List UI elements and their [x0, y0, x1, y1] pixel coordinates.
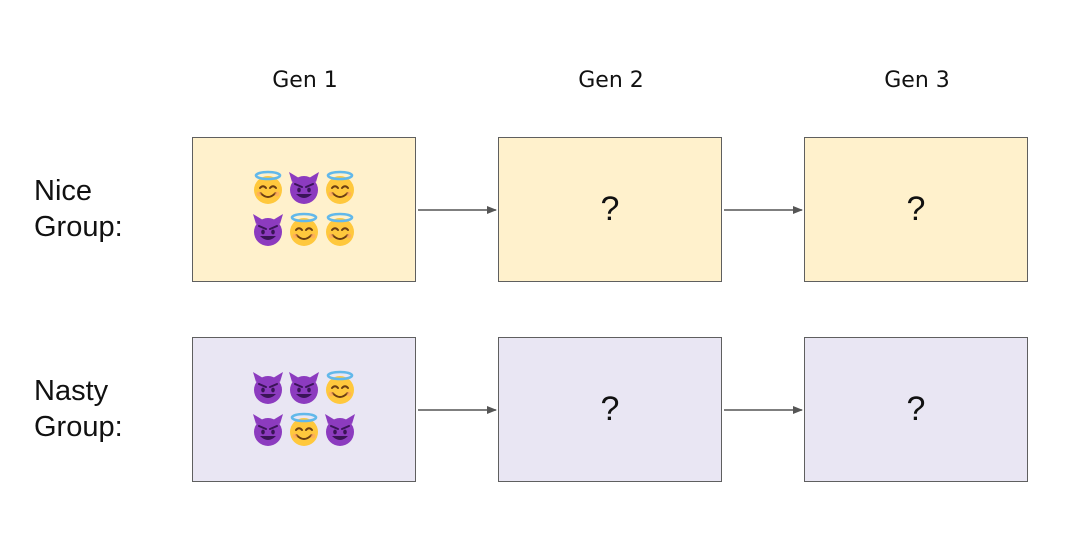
devil-face-icon	[289, 371, 319, 404]
nice-gen2-box: ?	[498, 137, 722, 282]
angel-face-icon	[254, 170, 282, 204]
nasty-gen1-box	[192, 337, 416, 482]
nice-gen1-box	[192, 137, 416, 282]
angel-face-icon	[290, 212, 318, 246]
nasty-group-label-line2: Group:	[34, 411, 123, 443]
nice-group-label: Nice Group:	[34, 173, 184, 245]
devil-face-icon	[253, 371, 283, 404]
nice-group-label-line2: Group:	[34, 211, 123, 243]
nasty-gen3-box: ?	[804, 337, 1028, 482]
gen-3-header: Gen 3	[884, 68, 950, 93]
devil-face-icon	[253, 413, 283, 446]
devil-face-icon	[253, 213, 283, 246]
nasty-gen1-members	[250, 370, 358, 448]
nice-gen1-members	[250, 170, 358, 248]
nice-gen2-unknown: ?	[600, 190, 620, 228]
nasty-gen3-unknown: ?	[906, 390, 926, 428]
devil-face-icon	[325, 413, 355, 446]
nice-gen3-unknown: ?	[906, 190, 926, 228]
gen-1-header: Gen 1	[272, 68, 338, 93]
nasty-group-label: Nasty Group:	[34, 373, 184, 445]
angel-face-icon	[326, 370, 354, 404]
angel-face-icon	[290, 412, 318, 446]
nice-group-label-line1: Nice	[34, 175, 93, 207]
nasty-gen2-box: ?	[498, 337, 722, 482]
nasty-group-label-line1: Nasty	[34, 375, 109, 407]
angel-face-icon	[326, 212, 354, 246]
angel-face-icon	[326, 170, 354, 204]
nice-gen3-box: ?	[804, 137, 1028, 282]
devil-face-icon	[289, 171, 319, 204]
nasty-gen2-unknown: ?	[600, 390, 620, 428]
gen-2-header: Gen 2	[578, 68, 644, 93]
